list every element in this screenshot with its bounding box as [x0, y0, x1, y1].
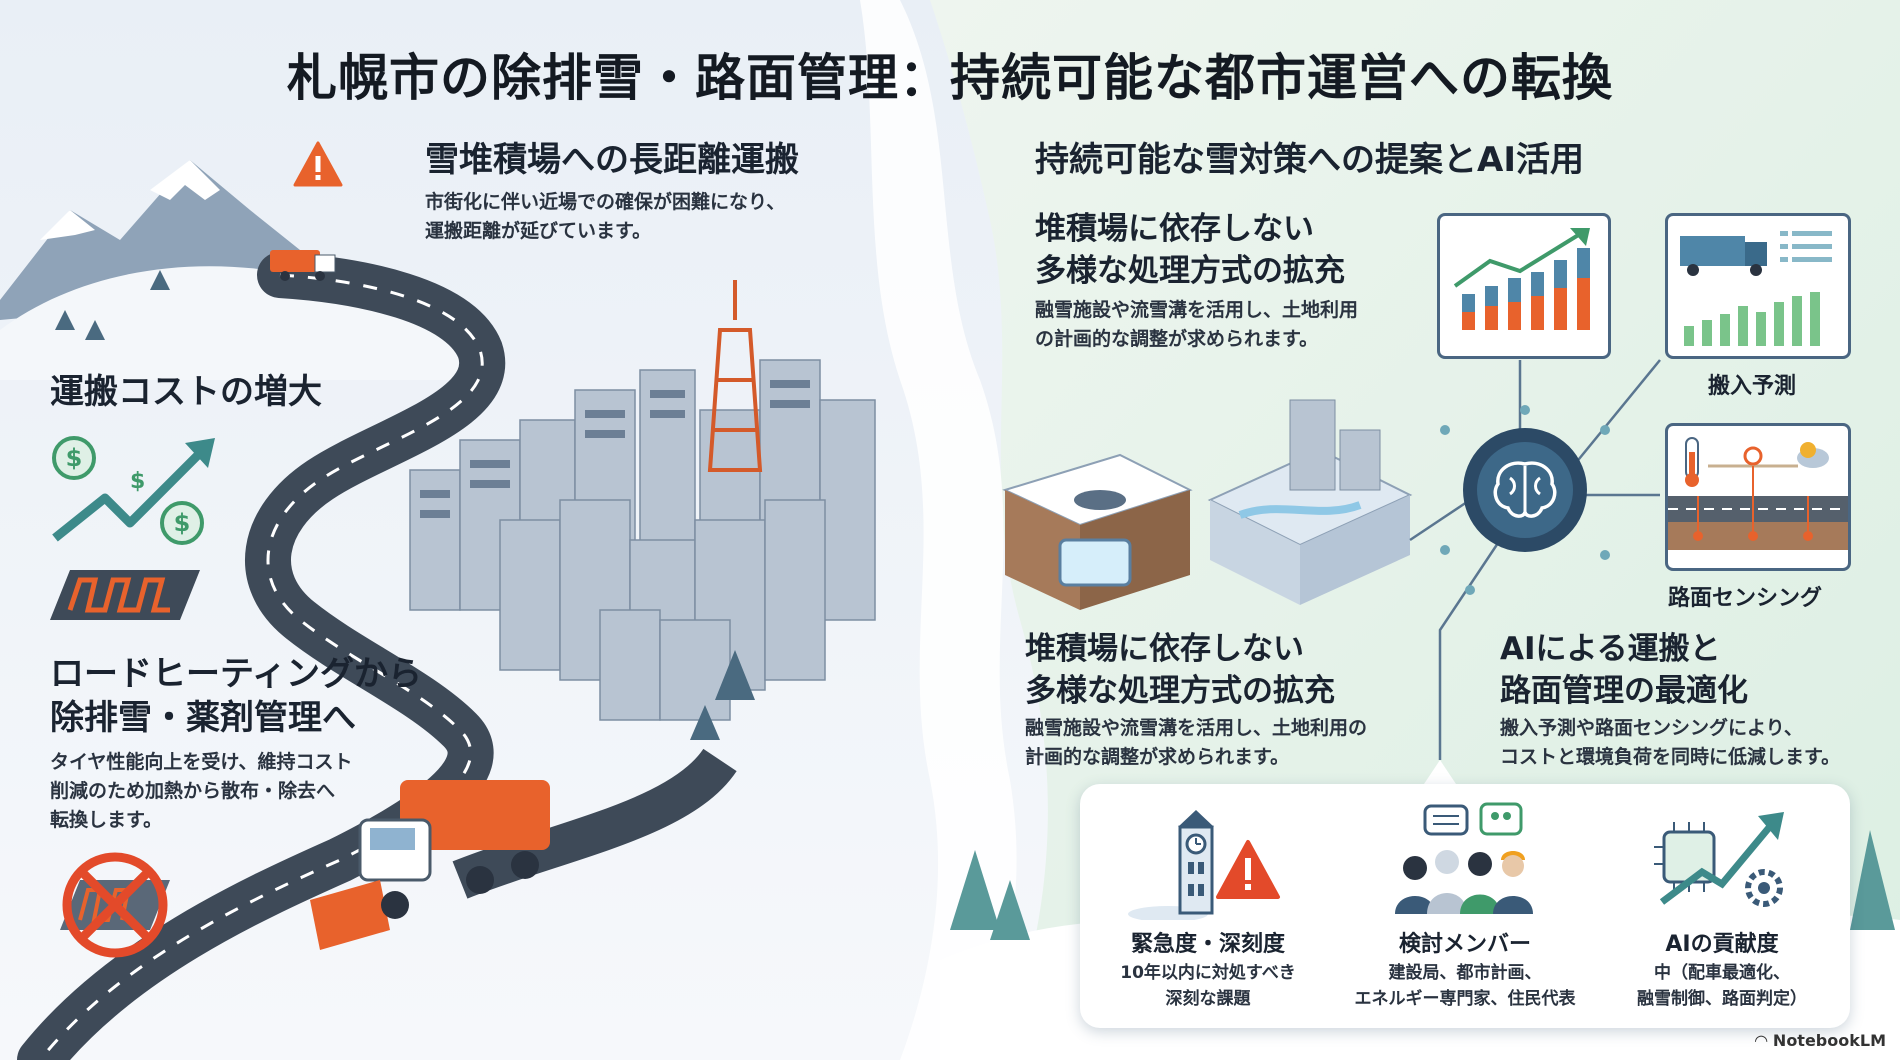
block2-heading-1: 堆積場に依存しない [1025, 631, 1304, 667]
section-heading-heating-2: 除排雪・薬剤管理へ [50, 698, 356, 738]
panel-ai-contribution: AIの貢献度 中（配車最適化、 融雪制御、路面判定） [1594, 784, 1850, 1028]
block2-body-1: 融雪施設や流雪溝を活用し、土地利用の [1025, 717, 1368, 739]
urgency-body-line-1: 10年以内に対処すべき [1120, 963, 1296, 983]
right-heading: 持続可能な雪対策への提案とAI活用 [1035, 140, 1584, 180]
section-body-heating-3: 転換します。 [50, 809, 163, 831]
block1-heading-2: 多様な処理方式の拡充 [1035, 253, 1345, 289]
section-body-heating-1: タイヤ性能向上を受け、維持コスト [50, 751, 353, 773]
ai-contribution-body: 中（配車最適化、 融雪制御、路面判定） [1594, 960, 1850, 1012]
block3-heading-1: AIによる運搬と [1500, 631, 1721, 667]
money-up-icon: $ $ $ [52, 436, 215, 545]
section-heading-long-haul: 雪堆積場への長距離運搬 [425, 140, 799, 180]
svg-text:$: $ [130, 469, 145, 494]
members-body-line-1: 建設局、都市計画、 [1388, 963, 1542, 983]
section-heading-cost: 運搬コストの増大 [50, 372, 322, 412]
brand-label: ◠ NotebookLM [1755, 1031, 1886, 1050]
block1-body-1: 融雪施設や流雪溝を活用し、土地利用 [1035, 299, 1359, 321]
warning-icon [293, 141, 343, 187]
summary-panel: 緊急度・深刻度 10年以内に対処すべき 深刻な課題 検討メンバー 建設局、都市計… [1080, 784, 1850, 1028]
block1-heading-1: 堆積場に依存しない [1035, 211, 1314, 247]
ai-contribution-body-line-1: 中（配車最適化、 [1654, 963, 1790, 983]
urgency-title: 緊急度・深刻度 [1130, 932, 1285, 957]
trend-chart-card [1437, 213, 1611, 359]
block3-heading-2: 路面管理の最適化 [1500, 673, 1748, 709]
sensing-label: 路面センシング [1668, 586, 1823, 611]
forecast-label: 搬入予測 [1708, 374, 1797, 399]
block1-body-2: の計画的な調整が求められます。 [1035, 328, 1319, 350]
people-icon [1395, 802, 1533, 914]
svg-text:$: $ [174, 509, 191, 537]
ai-growth-icon [1654, 812, 1784, 907]
sensing-card [1665, 423, 1851, 571]
page-title: 札幌市の除排雪・路面管理：持続可能な都市運営への転換 [287, 49, 1613, 107]
truck-forecast-icon [1680, 231, 1832, 346]
section-body-heating-2: 削減のため加熱から散布・除去へ [50, 780, 336, 802]
svg-text:$: $ [66, 444, 83, 472]
urgency-body-line-2: 深刻な課題 [1165, 989, 1251, 1009]
section-body-long-haul-1: 市街化に伴い近場での確保が困難になり、 [425, 191, 786, 213]
road-sensing-icon [1668, 437, 1848, 550]
brain-ai-icon [1493, 461, 1557, 518]
section-body-long-haul-2: 運搬距離が延びています。 [425, 220, 652, 242]
trend-chart-graphic [1453, 228, 1590, 330]
block3-body-1: 搬入予測や路面センシングにより、 [1500, 717, 1803, 739]
ai-contribution-title: AIの貢献度 [1665, 932, 1779, 957]
brand-icon: ◠ [1755, 1031, 1773, 1050]
panel-urgency: 緊急度・深刻度 10年以内に対処すべき 深刻な課題 [1080, 784, 1336, 1028]
brand-text: NotebookLM [1772, 1031, 1886, 1050]
no-heating-icon [60, 852, 170, 958]
forecast-card [1665, 213, 1851, 359]
members-body: 建設局、都市計画、 エネルギー専門家、住民代表 [1337, 960, 1593, 1012]
clock-tower-icon [1128, 810, 1280, 920]
block2-heading-2: 多様な処理方式の拡充 [1025, 673, 1335, 709]
section-heading-heating-1: ロードヒーティングから [50, 654, 422, 694]
members-title: 検討メンバー [1398, 932, 1531, 957]
urgency-body: 10年以内に対処すべき 深刻な課題 [1080, 960, 1336, 1012]
block2-body-2: 計画的な調整が求められます。 [1025, 746, 1290, 768]
members-body-line-2: エネルギー専門家、住民代表 [1354, 989, 1576, 1009]
road-heating-icon [50, 570, 200, 620]
panel-members: 検討メンバー 建設局、都市計画、 エネルギー専門家、住民代表 [1337, 784, 1593, 1028]
block3-body-2: コストと環境負荷を同時に低減します。 [1500, 746, 1841, 768]
ai-contribution-body-line-2: 融雪制御、路面判定） [1637, 989, 1807, 1009]
